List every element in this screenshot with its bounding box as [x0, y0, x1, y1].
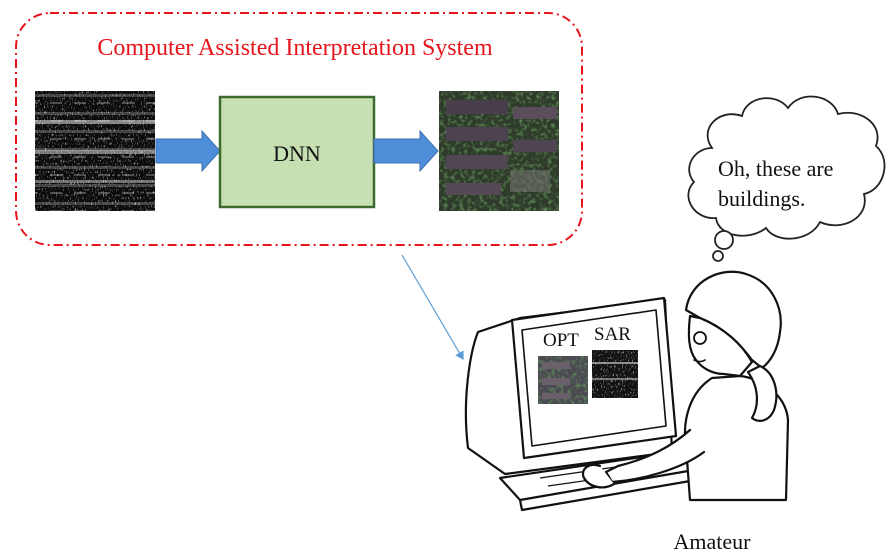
- screen-label-sar: SAR: [594, 324, 631, 345]
- thought-line-2: buildings.: [718, 186, 805, 211]
- thought-line-1: Oh, these are: [718, 156, 833, 181]
- thought-bubble: [687, 95, 886, 262]
- input-arrow: [155, 129, 221, 173]
- sar-input-image: [35, 91, 155, 211]
- person-arm: [604, 428, 706, 484]
- dnn-label: DNN: [273, 141, 321, 166]
- system-boundary: [15, 12, 583, 246]
- person-hand: [581, 463, 616, 489]
- computer: [464, 296, 698, 512]
- pointer-line: [401, 254, 464, 361]
- glasses-icon: [693, 331, 707, 345]
- optical-output-image: [439, 91, 559, 211]
- system-title: Computer Assisted Interpretation System: [97, 35, 493, 61]
- person: [581, 270, 790, 502]
- output-arrow: [373, 129, 439, 173]
- screen-sar-image: [592, 350, 638, 398]
- screen-opt-image: [538, 356, 588, 404]
- person-ponytail: [746, 364, 778, 422]
- screen-label-opt: OPT: [543, 330, 579, 351]
- user-caption: Amateur: [674, 529, 752, 554]
